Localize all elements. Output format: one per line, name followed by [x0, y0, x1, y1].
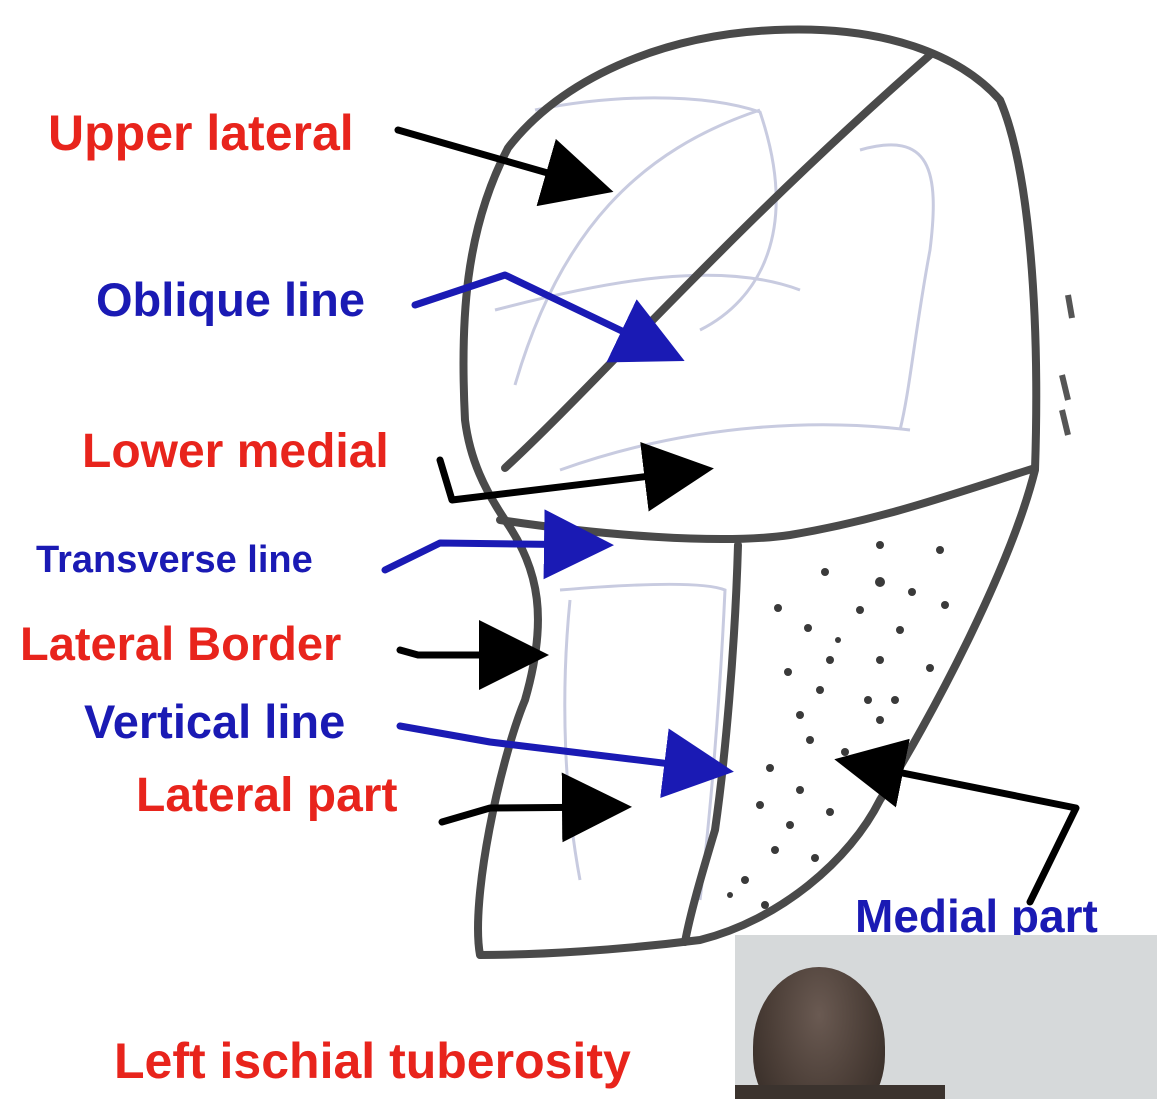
arrow-upper-lateral — [398, 130, 600, 188]
label-upper-lateral: Upper lateral — [48, 108, 354, 158]
sketch-lines — [495, 98, 933, 900]
arrow-lateral-part — [442, 807, 618, 822]
edge-fragments — [1062, 295, 1072, 435]
presenter-webcam-overlay — [735, 935, 1157, 1099]
label-oblique-line: Oblique line — [96, 276, 365, 323]
label-lateral-border: Lateral Border — [20, 620, 341, 667]
label-medial-part: Medial part — [855, 893, 1098, 939]
arrow-lateral-border — [400, 650, 535, 655]
label-vertical-line: Vertical line — [84, 698, 345, 745]
vertical-line — [685, 545, 738, 942]
presenter-head — [753, 967, 885, 1099]
arrow-vertical-line — [400, 726, 720, 770]
diagram-caption: Left ischial tuberosity — [114, 1036, 631, 1086]
label-transverse-line: Transverse line — [36, 541, 313, 579]
arrow-transverse-line — [385, 543, 600, 570]
arrow-medial-part — [848, 762, 1076, 902]
transverse-line — [500, 468, 1035, 539]
label-lower-medial: Lower medial — [82, 428, 389, 476]
label-lateral-part: Lateral part — [136, 772, 397, 820]
tuberosity-outline — [463, 29, 1036, 955]
presenter-shoulders — [735, 1085, 945, 1099]
